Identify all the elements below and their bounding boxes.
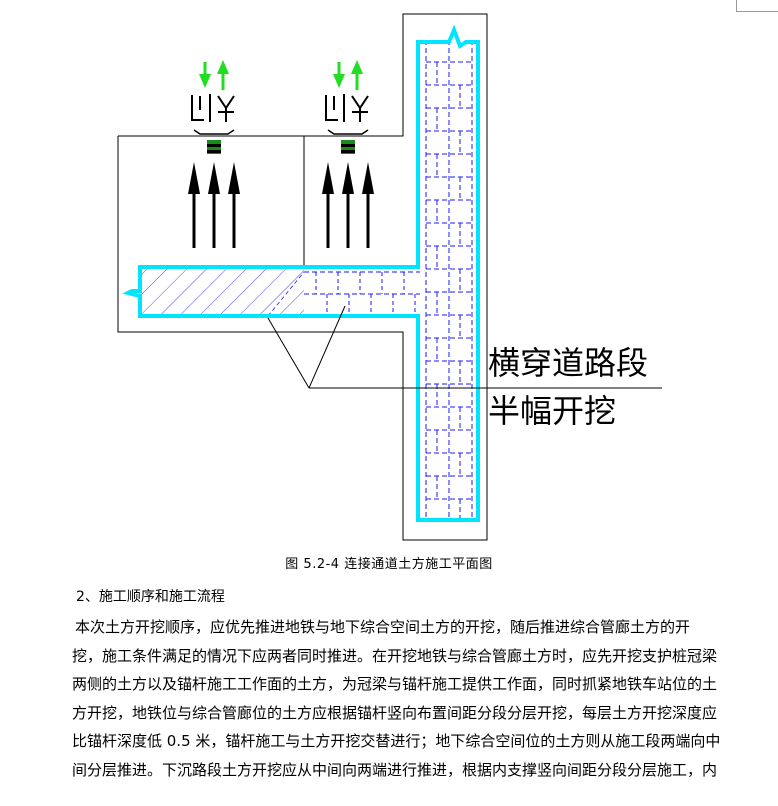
- hatched-excavated-zone: [140, 267, 304, 316]
- paragraph-line: 比锚杆深度低 0.5 米，锚杆施工与土方开挖交替进行；地下综合空间位的土方则从施…: [72, 732, 721, 750]
- callout-lines: [267, 305, 662, 389]
- retaining-wall: [122, 24, 480, 522]
- body-paragraph: 本次土方开挖顺序，应优先推进地铁与地下综合空间土方的开挖，随后推进综合管廊土方的…: [72, 613, 752, 784]
- label-half-width-excavation: 半幅开挖: [488, 392, 616, 430]
- paragraph-line: 挖，施工条件满足的情况下应两者同时推进。在开挖地铁与综合管廊土方时，应先开挖支护…: [72, 646, 718, 665]
- figure-caption: 图 5.2-4 连接通道土方施工平面图: [285, 557, 493, 572]
- construction-plan-drawing: 横穿道路段 半幅开挖: [117, 13, 662, 541]
- page-corner-mark: [736, 0, 737, 11]
- label-crossing-road-section: 横穿道路段: [488, 344, 648, 382]
- section-heading: 2、施工顺序和施工流程: [76, 589, 225, 605]
- paragraph-line: 间分层推进。下沉路段土方开挖应从中间向两端进行推进，根据内支撑竖向间距分段分层施…: [72, 760, 718, 779]
- brick-grid-vertical: [425, 40, 473, 518]
- site-outline: [117, 13, 488, 541]
- excavator-icon: [322, 60, 374, 248]
- brick-grid-horizontal: [304, 271, 420, 317]
- paragraph-line: 本次土方开挖顺序，应优先推进地铁与地下综合空间土方的开挖，随后推进综合管廊土方的…: [75, 618, 691, 636]
- brick-grid-horizontal-joints: [315, 272, 416, 316]
- paragraph-line: 方开挖，地铁位与综合管廊位的土方应根据锚杆竖向布置间距分段分层开挖，每层土方开挖…: [72, 703, 718, 722]
- excavator-icon: [188, 60, 240, 248]
- paragraph-line: 两侧的土方以及锚杆施工工作面的土方，为冠梁与锚杆施工提供工作面，同时抓紧地铁车站…: [72, 675, 718, 693]
- page-corner-mark: [736, 11, 778, 12]
